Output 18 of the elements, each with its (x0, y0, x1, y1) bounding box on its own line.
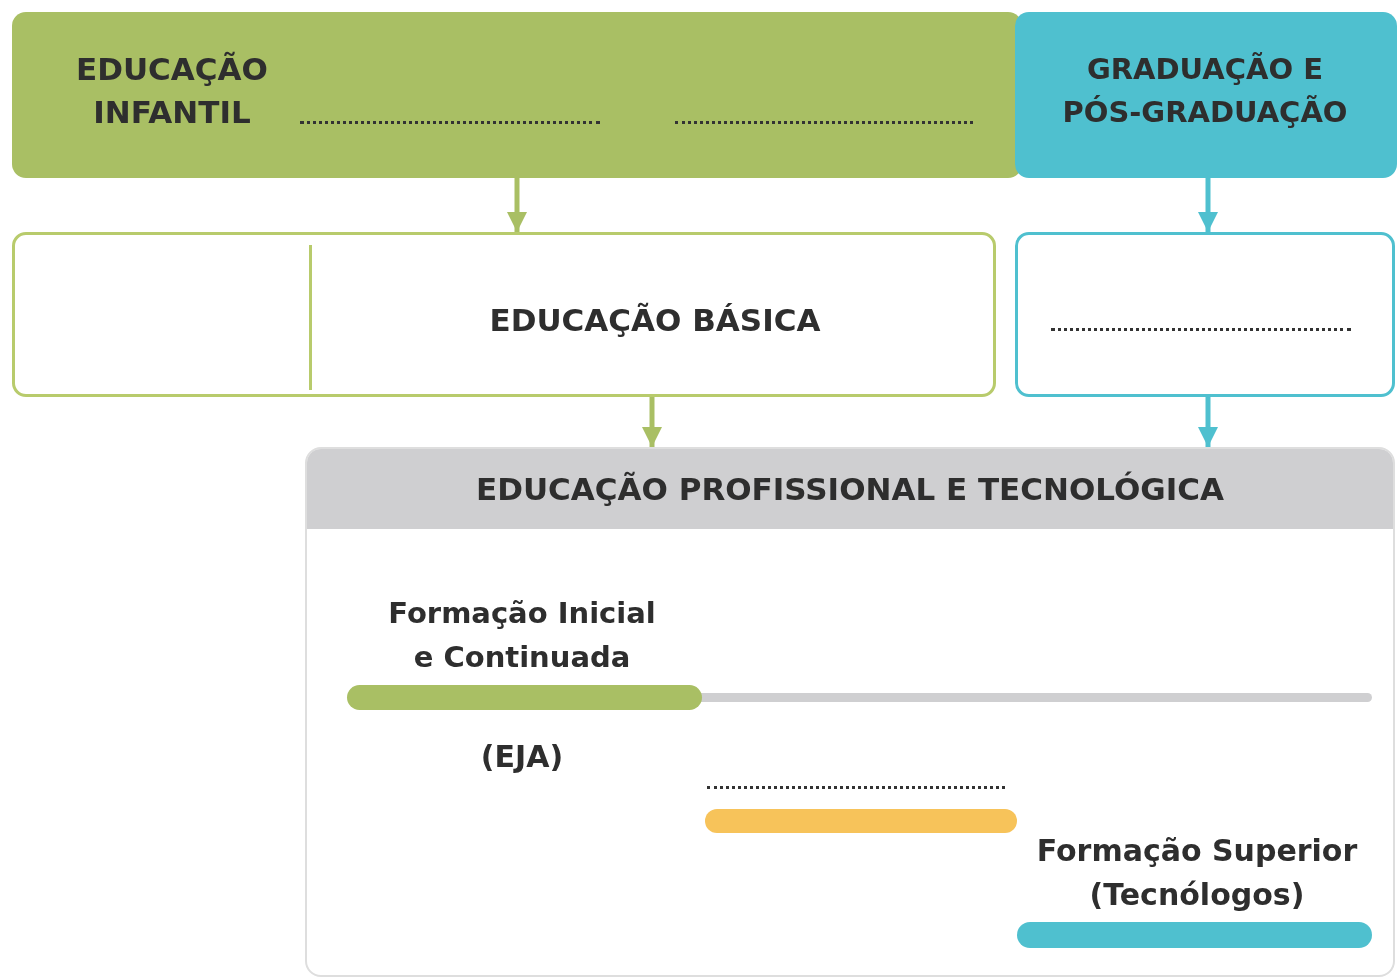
node-label: GRADUAÇÃO E PÓS-GRADUAÇÃO (1061, 51, 1349, 131)
bar-caption: (EJA) (479, 738, 565, 776)
timeline-bar (705, 809, 1017, 833)
node-label: EDUCAÇÃO PROFISSIONAL E TECNOLÓGICA (475, 469, 1225, 509)
program-panel (305, 447, 1395, 977)
stage-box (12, 232, 996, 397)
timeline-bar (347, 685, 702, 710)
stage-box (1015, 232, 1395, 397)
timeline-bar (1017, 922, 1372, 948)
arrow (1198, 397, 1218, 447)
bar-caption: Formação Superior (Tecnólogos) (1035, 832, 1359, 914)
arrow (507, 178, 527, 232)
node-label: EDUCAÇÃO BÁSICA (488, 301, 822, 340)
arrow (642, 397, 662, 447)
bar-caption: Formação Inicial e Continuada (387, 595, 657, 676)
stage-band (1015, 12, 1397, 178)
node-label: EDUCAÇÃO INFANTIL (75, 50, 269, 132)
arrow (1198, 178, 1218, 232)
